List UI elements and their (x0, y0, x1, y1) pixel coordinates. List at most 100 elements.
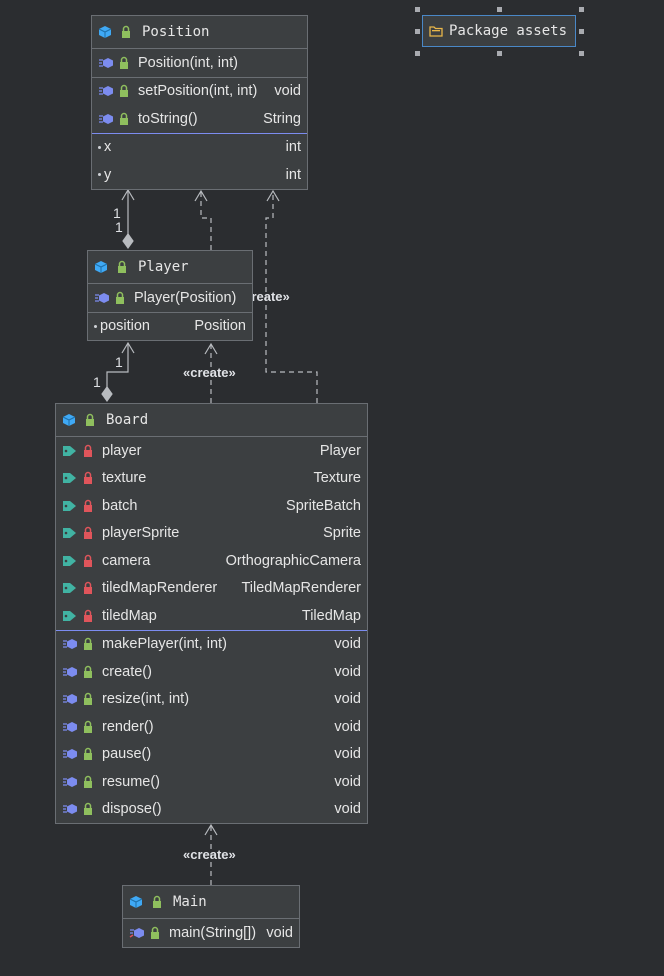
resize-handle[interactable] (579, 7, 584, 12)
method-icon (62, 775, 77, 789)
methods-section: main(String[]) void (123, 919, 299, 947)
method-signature: create() (102, 663, 152, 680)
resize-handle[interactable] (415, 7, 420, 12)
field-row[interactable]: x int (92, 134, 307, 162)
package-visibility-icon (94, 324, 97, 328)
board-player-create (204, 342, 218, 403)
resize-handle[interactable] (415, 29, 420, 34)
lock-icon (151, 895, 165, 909)
method-row[interactable]: render()void (56, 713, 367, 741)
class-icon (94, 260, 108, 274)
method-row[interactable]: pause()void (56, 741, 367, 769)
package-visibility-icon (98, 173, 101, 177)
private-lock-icon (82, 499, 96, 513)
lock-icon (118, 112, 132, 126)
lock-icon (120, 25, 134, 39)
lock-icon (118, 56, 132, 70)
constructor-row[interactable]: Player(Position) (88, 284, 252, 312)
method-row[interactable]: resume()void (56, 768, 367, 796)
field-type: SpriteBatch (286, 497, 361, 514)
class-position[interactable]: Position Position(int, int) setPosition(… (91, 15, 308, 190)
method-row[interactable]: setPosition(int, int) void (92, 78, 307, 106)
method-row[interactable]: main(String[]) void (123, 919, 299, 947)
constructor-signature: Player(Position) (134, 289, 237, 306)
field-tag-icon (62, 471, 76, 485)
lock-icon (149, 926, 163, 940)
field-tag-icon (62, 526, 76, 540)
method-row[interactable]: makePlayer(int, int)void (56, 631, 367, 659)
methods-section: setPosition(int, int) void toString() St… (92, 78, 307, 134)
field-tag-icon (62, 554, 76, 568)
field-type: Sprite (323, 525, 361, 542)
fields-section: position Position (88, 313, 252, 341)
class-icon (98, 25, 112, 39)
resize-handle[interactable] (497, 7, 502, 12)
field-row[interactable]: position Position (88, 313, 252, 341)
resize-handle[interactable] (579, 29, 584, 34)
lock-icon (82, 637, 96, 651)
class-name: Player (138, 259, 189, 275)
class-header: Board (56, 404, 367, 437)
class-name: Position (142, 24, 210, 40)
class-main[interactable]: Main main(String[]) void (122, 885, 300, 948)
field-name: x (104, 139, 112, 156)
field-type: TiledMapRenderer (241, 580, 361, 597)
field-type: Texture (313, 470, 361, 487)
method-signature: setPosition(int, int) (138, 83, 258, 100)
lock-icon (82, 775, 96, 789)
multiplicity-label: 1 (115, 219, 123, 235)
board-position-create (265, 189, 318, 403)
private-lock-icon (82, 609, 96, 623)
lock-icon (82, 747, 96, 761)
lock-icon (82, 720, 96, 734)
resize-handle[interactable] (579, 51, 584, 56)
constructor-icon (94, 291, 109, 305)
method-signature: toString() (138, 110, 198, 127)
method-signature: dispose() (102, 801, 162, 818)
field-row[interactable]: y int (92, 161, 307, 189)
method-icon (62, 637, 77, 651)
field-name: player (102, 442, 142, 459)
method-signature: pause() (102, 746, 152, 763)
private-lock-icon (82, 554, 96, 568)
private-lock-icon (82, 581, 96, 595)
constructor-row[interactable]: Position(int, int) (92, 49, 307, 77)
method-icon (98, 112, 113, 126)
method-row[interactable]: toString() String (92, 105, 307, 133)
resize-handle[interactable] (497, 51, 502, 56)
method-icon (62, 802, 77, 816)
method-return-type: void (334, 663, 361, 680)
constructor-icon (98, 56, 113, 70)
method-row[interactable]: create() void (56, 658, 367, 686)
method-return-type: void (334, 691, 361, 708)
method-row[interactable]: dispose() void (56, 796, 367, 824)
class-header: Main (123, 886, 299, 919)
field-name: y (104, 166, 112, 183)
method-return-type: void (334, 801, 361, 818)
method-signature: makePlayer(int, int) (102, 636, 227, 653)
multiplicity-label: 1 (115, 354, 123, 370)
resize-handle[interactable] (415, 51, 420, 56)
field-type: Position (194, 318, 246, 335)
field-name: position (100, 318, 150, 335)
method-icon (98, 84, 113, 98)
method-row[interactable]: resize(int, int)void (56, 686, 367, 714)
package-assets-node[interactable]: Package assets (422, 15, 576, 47)
lock-icon (84, 413, 98, 427)
constructors-section: Position(int, int) (92, 49, 307, 78)
constructors-section: Player(Position) (88, 284, 252, 313)
fields-section: x int y int (92, 134, 307, 189)
class-player[interactable]: Player Player(Position) position Positio… (87, 250, 253, 341)
lock-icon (114, 291, 128, 305)
package-visibility-icon (98, 145, 101, 149)
